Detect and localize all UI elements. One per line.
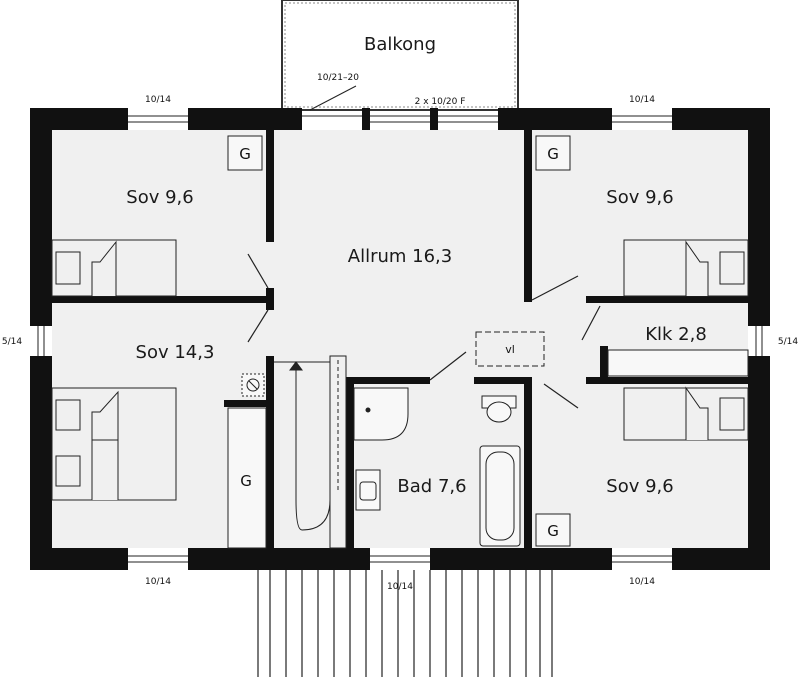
vl-marker [475,331,545,367]
room-label-sov-w: Sov 14,3 [136,342,215,363]
entrance-stairs [257,570,553,677]
window-label-balcony-windows: 2 x 10/20 F [415,97,466,107]
wardrobe-label-nw: G [239,145,251,163]
wardrobes [227,135,571,549]
wardrobe-label-ne: G [547,145,559,163]
klk-shelf [607,349,749,377]
room-label-sov-nw: Sov 9,6 [126,187,193,208]
room-label-allrum: Allrum 16,3 [348,246,452,267]
window-label-balcony-door: 10/21–20 [317,73,359,83]
room-label-sov-ne: Sov 9,6 [606,187,673,208]
balcony [281,0,519,111]
interior-walls [52,130,748,548]
staircase [274,355,347,549]
window-label-bottom-left: 10/14 [145,577,171,587]
wardrobe-label-w: G [240,472,252,490]
room-label-bad: Bad 7,6 [397,476,466,497]
door-swings [247,253,749,409]
windows [37,115,763,563]
exterior-walls [30,108,770,570]
window-label-bottom-right: 10/14 [629,577,655,587]
window-label-bottom-center: 10/14 [387,582,413,592]
shower [353,387,409,441]
vent-icon [241,373,265,397]
bathroom-fixtures [353,387,521,547]
room-label-klk: Klk 2,8 [645,324,707,345]
room-label-sov-se: Sov 9,6 [606,476,673,497]
beds [51,239,749,501]
vl-label: vl [505,343,515,356]
window-label-right-side: 5/14 [778,337,798,347]
room-label-balkong: Balkong [364,34,436,55]
wardrobe-label-se: G [547,522,559,540]
window-label-top-left: 10/14 [145,95,171,105]
window-label-left-side: 5/14 [2,337,22,347]
balcony-door [309,85,357,111]
window-label-top-right: 10/14 [629,95,655,105]
